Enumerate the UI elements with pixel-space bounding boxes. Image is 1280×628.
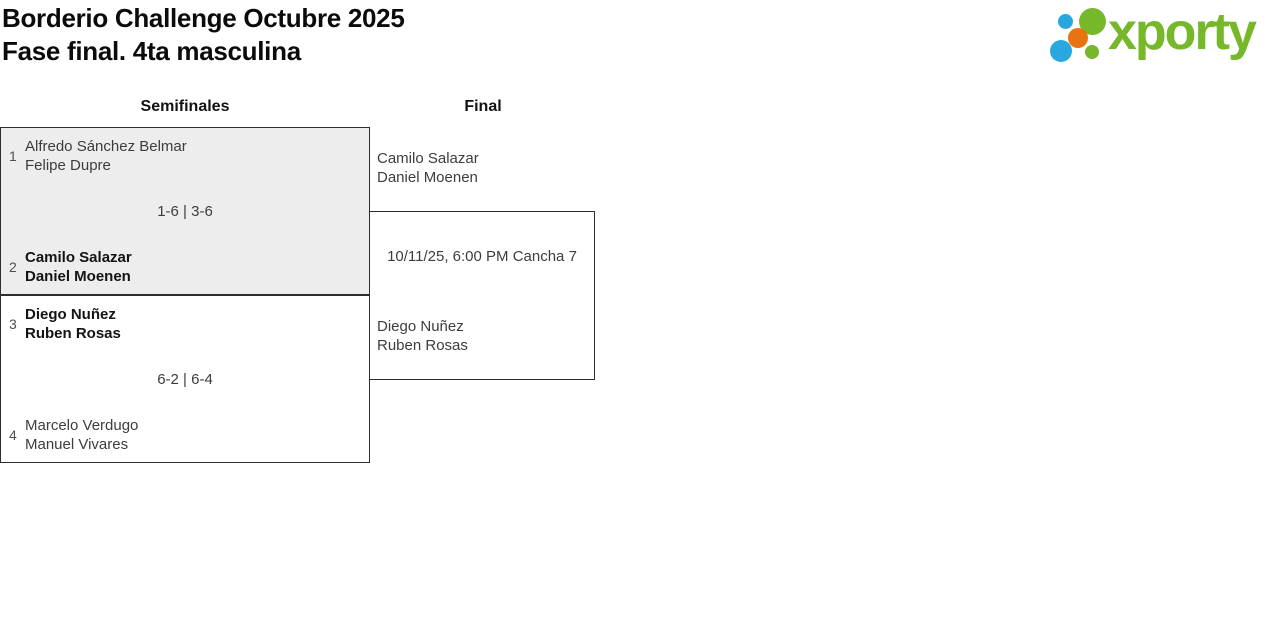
phase-category-subtitle: Fase final. 4ta masculina — [2, 36, 301, 66]
match-final[interactable]: 10/11/25, 6:00 PM Cancha 7 — [369, 211, 595, 380]
logo-dot-icon — [1085, 45, 1099, 59]
logo-dot-icon — [1068, 28, 1088, 48]
seed-number: 2 — [9, 259, 17, 275]
round-header-final: Final — [464, 98, 502, 115]
player-name: Marcelo Verdugo — [25, 417, 139, 434]
team-pair-winner: Camilo Salazar Daniel Moenen — [25, 248, 132, 286]
finalist-top-team: Camilo Salazar Daniel Moenen — [377, 149, 479, 187]
xporty-logo: xporty — [1045, 0, 1280, 78]
logo-dot-icon — [1050, 40, 1072, 62]
seed-number: 4 — [9, 427, 17, 443]
player-name: Manuel Vivares — [25, 436, 129, 453]
match-semifinal-1[interactable]: 1 Alfredo Sánchez Belmar Felipe Dupre 1-… — [0, 127, 370, 295]
player-name: Daniel Moenen — [25, 268, 131, 285]
match-score: 6-2 | 6-4 — [157, 371, 213, 388]
team-pair: Alfredo Sánchez Belmar Felipe Dupre — [25, 137, 187, 175]
player-name: Felipe Dupre — [25, 157, 111, 174]
player-name: Ruben Rosas — [377, 337, 468, 354]
match-score: 1-6 | 3-6 — [157, 203, 213, 220]
player-name: Diego Nuñez — [25, 306, 116, 323]
seed-number: 3 — [9, 316, 17, 332]
player-name: Camilo Salazar — [377, 150, 479, 167]
player-name: Camilo Salazar — [25, 249, 132, 266]
team-pair-winner: Diego Nuñez Ruben Rosas — [25, 305, 121, 343]
round-header-semifinals: Semifinales — [140, 98, 230, 115]
xporty-wordmark: xporty — [1108, 3, 1257, 61]
player-name: Ruben Rosas — [25, 325, 121, 342]
player-name: Daniel Moenen — [377, 169, 478, 186]
player-name: Alfredo Sánchez Belmar — [25, 138, 187, 155]
match-schedule: 10/11/25, 6:00 PM Cancha 7 — [387, 248, 577, 265]
seed-number: 1 — [9, 148, 17, 164]
tournament-name: Borderio Challenge Octubre 2025 — [2, 3, 405, 33]
finalist-bottom-team: Diego Nuñez Ruben Rosas — [377, 317, 468, 355]
player-name: Diego Nuñez — [377, 318, 464, 335]
team-pair: Marcelo Verdugo Manuel Vivares — [25, 416, 138, 454]
page-title: Borderio Challenge Octubre 2025 Fase fin… — [2, 2, 405, 68]
logo-dot-icon — [1058, 14, 1073, 29]
match-semifinal-2[interactable]: 3 Diego Nuñez Ruben Rosas 6-2 | 6-4 4 Ma… — [0, 295, 370, 463]
